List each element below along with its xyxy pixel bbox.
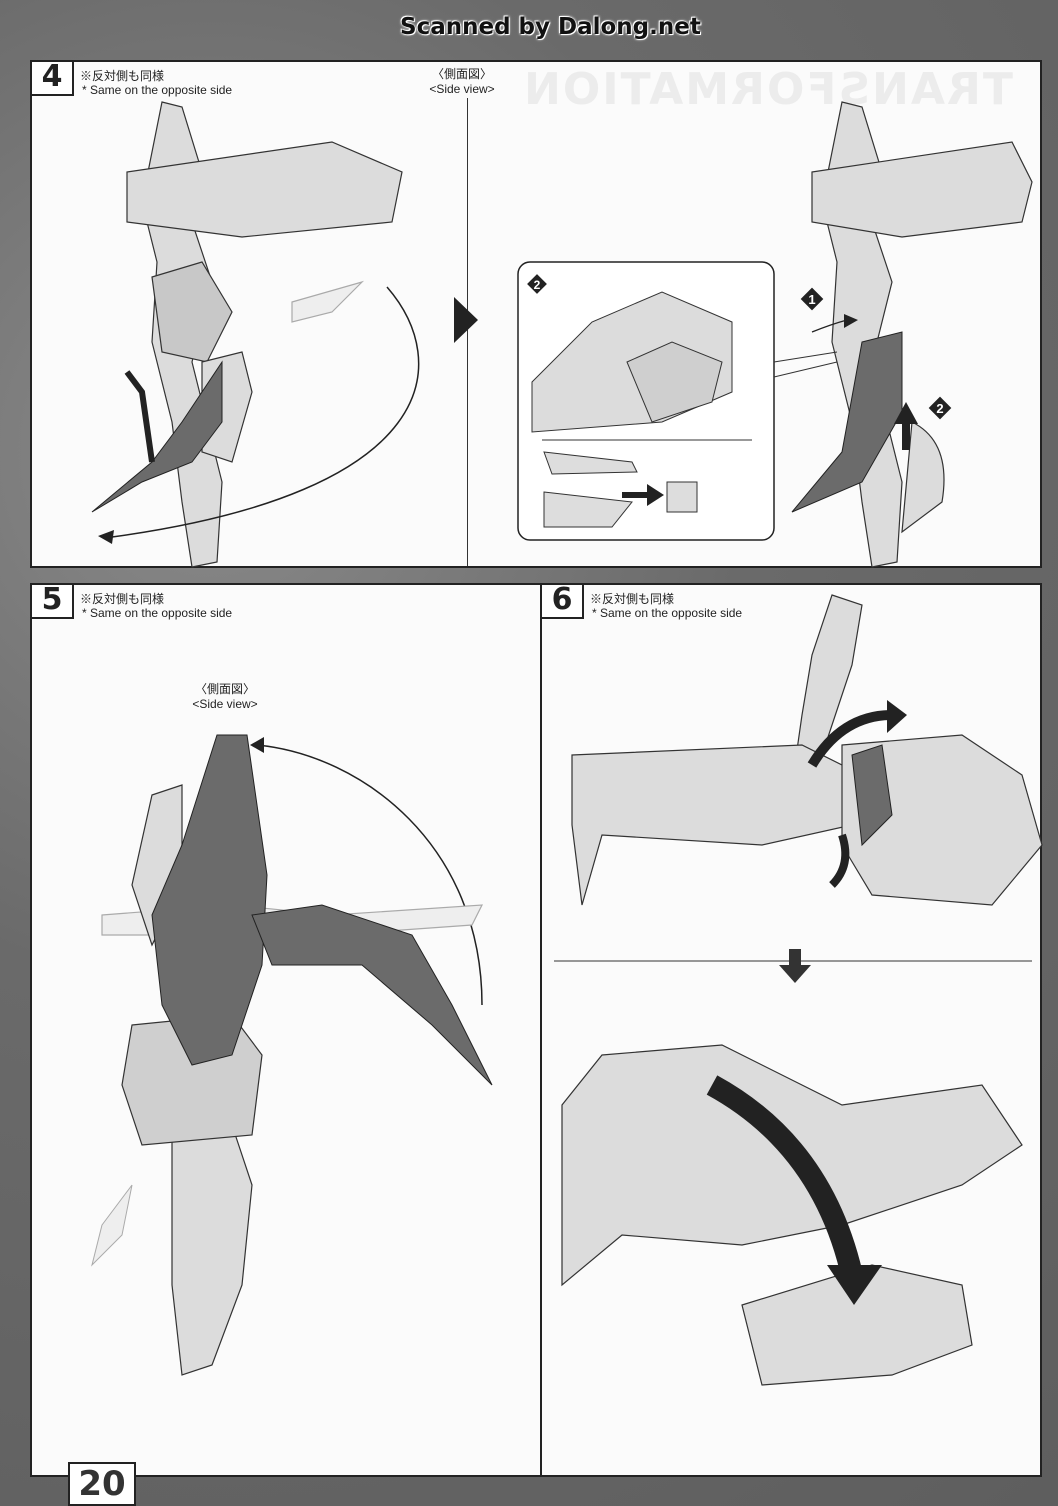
step-number: 5 (30, 583, 74, 619)
inset-callout-2-badge: 2 (527, 274, 547, 294)
step-note-jp: ※反対側も同様 (80, 69, 165, 83)
step-6-illustration (554, 594, 1043, 1386)
step-note-jp: ※反対側も同様 (590, 592, 675, 606)
side-view-en: <Side view> (192, 697, 258, 711)
step-5-panel: 5 ※反対側も同様 * Same on the opposite side 〈側… (30, 583, 542, 1477)
callout-1-badge: 1 (800, 287, 824, 311)
svg-text:2: 2 (936, 401, 943, 416)
step-number: 6 (540, 583, 584, 619)
step-4-panel: TRANSFORMATION 4 ※反対側も同様 * Same on the o… (30, 60, 1042, 568)
step-note-en: * Same on the opposite side (592, 606, 743, 620)
page-number: 20 (68, 1462, 136, 1506)
side-view-en: <Side view> (429, 82, 495, 96)
side-view-label: 〈側面図〉 <Side view> (422, 65, 502, 96)
step-note-en: * Same on the opposite side (82, 83, 233, 97)
divider (467, 98, 468, 566)
side-view-label: 〈側面図〉 <Side view> (185, 680, 265, 711)
svg-text:2: 2 (534, 278, 541, 292)
side-view-jp: 〈側面図〉 (194, 682, 255, 696)
callout-2-badge: 2 (928, 396, 952, 420)
step-4-illustration: 1 2 2 (91, 101, 1033, 568)
side-view-jp: 〈側面図〉 (431, 67, 492, 81)
step-number: 4 (30, 60, 74, 96)
step-note-jp: ※反対側も同様 (80, 592, 165, 606)
watermark: Scanned by Dalong.net (400, 14, 701, 40)
step-6-panel: 6 ※反対側も同様 * Same on the opposite side (540, 583, 1043, 1477)
step-note-en: * Same on the opposite side (82, 606, 233, 620)
step-5-illustration (91, 734, 493, 1376)
svg-text:1: 1 (808, 292, 815, 307)
